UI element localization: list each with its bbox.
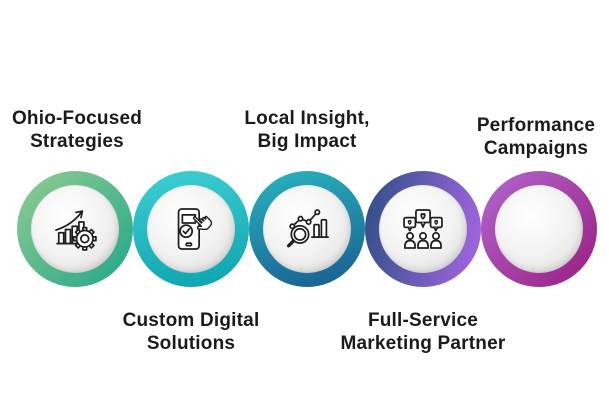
label-line: Full-Service — [367, 310, 479, 331]
step-disc-1 — [31, 185, 119, 273]
step-label-local-insight-big-impact: Local Insight, Big Impact — [211, 107, 403, 153]
label-line: Custom Digital — [122, 310, 260, 331]
growth-chart-gear-icon — [55, 210, 97, 251]
search-analytics-icon — [286, 209, 329, 248]
step-circle-1 — [17, 171, 133, 287]
label-line: Performance — [476, 115, 596, 136]
label-line: Solutions — [146, 333, 236, 354]
step-circle-4 — [365, 171, 481, 287]
label-line: Local Insight, — [244, 108, 370, 129]
label-line: Strategies — [30, 131, 124, 152]
audience-feedback-icon — [403, 209, 443, 249]
step-disc-3 — [263, 185, 351, 273]
step-disc-4 — [379, 185, 467, 273]
mobile-tap-check-icon — [177, 208, 213, 250]
label-line: Marketing Partner — [340, 333, 506, 354]
label-line: Ohio-Focused — [11, 108, 143, 129]
step-circle-2 — [133, 171, 249, 287]
step-label-ohio-focused-strategies: Ohio-Focused Strategies — [0, 107, 173, 153]
label-line: Big Impact — [257, 131, 357, 152]
step-disc-2 — [147, 185, 235, 273]
step-disc-5 — [495, 185, 583, 273]
label-line: Campaigns — [483, 138, 589, 159]
step-label-full-service-marketing-partner: Full-Service Marketing Partner — [327, 309, 519, 355]
step-circle-3 — [249, 171, 365, 287]
step-label-custom-digital-solutions: Custom Digital Solutions — [95, 309, 287, 355]
step-label-performance-campaigns: Performance Campaigns — [440, 114, 609, 160]
step-circle-5 — [481, 171, 597, 287]
